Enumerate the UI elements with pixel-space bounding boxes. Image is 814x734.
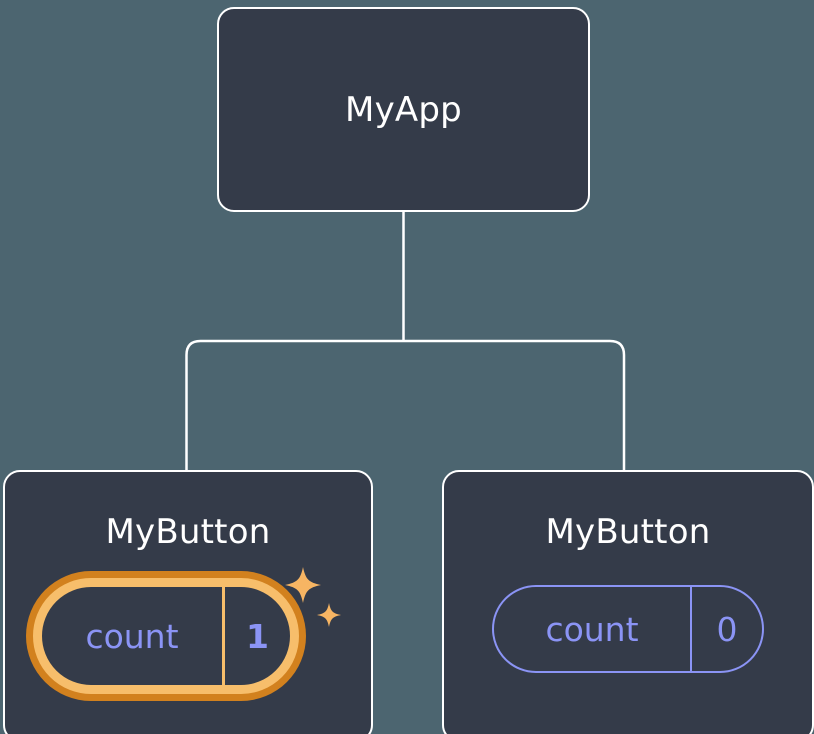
state-pill-right-value: 0 xyxy=(716,609,738,649)
state-pill-right[interactable]: count 0 xyxy=(492,585,764,673)
state-pill-left-wrap: count 1 xyxy=(5,567,371,701)
node-mybutton-right-title-row: MyButton xyxy=(444,515,812,549)
node-mybutton-right[interactable]: MyButton count 0 xyxy=(442,470,814,734)
node-myapp[interactable]: MyApp xyxy=(217,7,590,212)
connector-branch-bar xyxy=(185,339,626,470)
state-pill-left-offset: count 1 xyxy=(26,571,306,701)
node-mybutton-left-title-row: MyButton xyxy=(5,515,371,549)
state-pill-right-wrap: count 0 xyxy=(444,585,812,673)
state-pill-left[interactable]: count 1 xyxy=(33,578,299,694)
state-pill-right-key: count xyxy=(494,587,692,671)
node-mybutton-left[interactable]: MyButton count 1 xyxy=(3,470,373,734)
node-mybutton-left-label: MyButton xyxy=(105,512,271,552)
node-myapp-label: MyApp xyxy=(345,89,462,130)
node-mybutton-right-label: MyButton xyxy=(545,512,711,552)
sparkle-icon-small xyxy=(317,603,341,627)
state-pill-left-key: count xyxy=(42,587,225,685)
state-pill-left-value: 1 xyxy=(246,616,269,656)
state-pill-left-ring: count 1 xyxy=(26,571,306,701)
